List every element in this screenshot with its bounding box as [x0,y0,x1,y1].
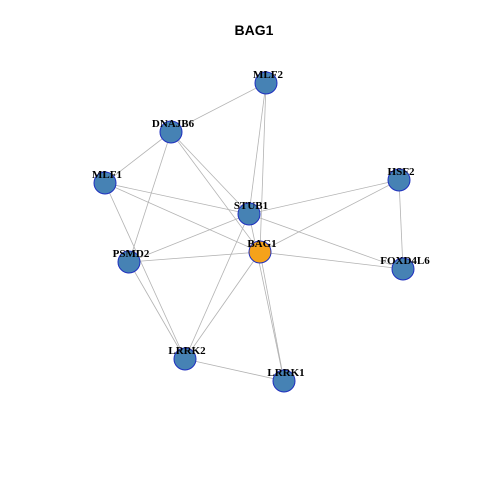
edge-mlf2-stub1 [248,82,267,215]
edge-layer [104,82,404,382]
node-label-foxd4l6: FOXD4L6 [380,255,430,267]
node-label-lrrk1: LRRK1 [267,367,304,379]
node-mlf1 [93,171,117,195]
edge-mlf1-bag1 [104,182,261,253]
edge-stub1-lrrk2 [184,213,250,360]
edge-hsf2-foxd4l6 [398,179,404,270]
node-lrrk2 [173,347,197,371]
node-label-stub1: STUB1 [234,200,268,212]
edge-dnajb6-mlf1 [104,131,172,184]
diagram-title: BAG1 [235,22,274,38]
edge-hsf2-bag1 [259,179,400,253]
node-label-psmd2: PSMD2 [113,248,150,260]
node-label-mlf1: MLF1 [92,169,122,181]
node-stub1 [237,202,261,226]
edge-mlf1-lrrk2 [104,182,186,360]
edge-stub1-psmd2 [128,213,250,263]
node-label-dnajb6: DNAJB6 [152,118,195,130]
node-foxd4l6 [391,257,415,281]
edge-dnajb6-stub1 [170,131,250,215]
edge-dnajb6-psmd2 [128,131,172,263]
edge-bag1-lrrk1 [259,251,285,382]
edge-psmd2-lrrk2 [128,261,186,360]
node-dnajb6 [159,120,183,144]
node-label-mlf2: MLF2 [253,69,283,81]
edge-bag1-foxd4l6 [259,251,404,270]
node-lrrk1 [272,369,296,393]
edge-hsf2-stub1 [248,179,400,215]
edge-mlf1-stub1 [104,182,250,215]
edge-stub1-foxd4l6 [248,213,404,270]
node-layer [93,71,415,393]
edge-mlf2-bag1 [259,82,267,253]
edge-dnajb6-bag1 [170,131,261,253]
node-label-bag1: BAG1 [247,238,276,250]
edge-bag1-lrrk2 [184,251,261,360]
node-label-hsf2: HSF2 [388,166,415,178]
node-hsf2 [387,168,411,192]
edge-lrrk2-lrrk1 [184,358,285,382]
edge-bag1-psmd2 [128,251,261,263]
node-label-lrrk2: LRRK2 [168,345,206,357]
node-psmd2 [117,250,141,274]
node-mlf2 [254,71,278,95]
node-bag1 [248,240,272,264]
edge-mlf2-dnajb6 [170,82,267,133]
